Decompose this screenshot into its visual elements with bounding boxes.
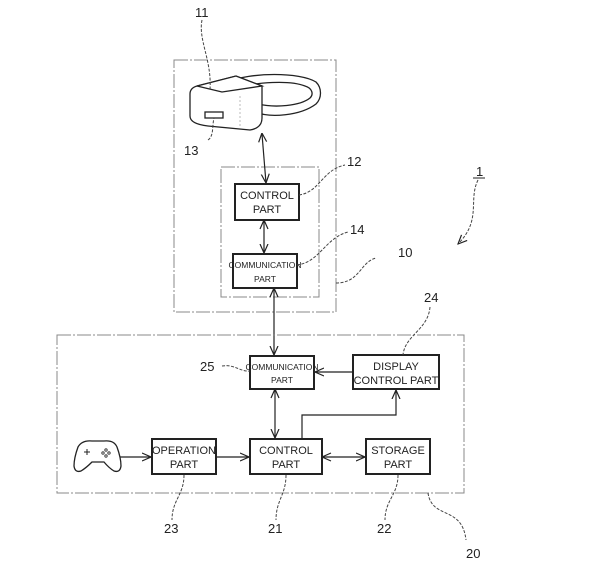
ref-22: 22 bbox=[377, 521, 391, 536]
leader-25 bbox=[221, 365, 251, 372]
headset-comm-part-label-2: PART bbox=[254, 274, 276, 284]
gamepad-icon bbox=[73, 440, 122, 473]
console-control-part: CONTROL PART bbox=[249, 438, 323, 475]
ref-25: 25 bbox=[200, 359, 214, 374]
headset-display-window bbox=[204, 111, 224, 119]
headset-control-part-label-1: CONTROL bbox=[240, 190, 294, 202]
ref-23: 23 bbox=[164, 521, 178, 536]
headset-control-part: CONTROL PART bbox=[234, 183, 300, 221]
leader-10 bbox=[335, 257, 377, 284]
leader-21 bbox=[275, 474, 287, 521]
console-comm-part-label-1: COMMUNICATION bbox=[245, 362, 318, 372]
headset-communication-part: COMMUNICATION PART bbox=[228, 253, 302, 289]
ref-10: 10 bbox=[398, 245, 412, 260]
display-control-part-label-2: CONTROL PART bbox=[354, 375, 439, 387]
leader-20 bbox=[427, 492, 467, 541]
leader-13 bbox=[207, 117, 215, 141]
console-unit-boundary bbox=[56, 334, 465, 494]
console-communication-part: COMMUNICATION PART bbox=[245, 355, 319, 390]
console-comm-part-label-2: PART bbox=[271, 375, 293, 385]
headset-unit-boundary bbox=[173, 59, 337, 313]
leader-24 bbox=[402, 306, 431, 356]
leader-12 bbox=[298, 164, 346, 196]
ref-12: 12 bbox=[347, 154, 361, 169]
ref-21: 21 bbox=[268, 521, 282, 536]
headset-icon bbox=[189, 73, 322, 131]
display-control-part-label-1: DISPLAY bbox=[373, 361, 419, 373]
display-control-part: DISPLAY CONTROL PART bbox=[352, 354, 440, 390]
storage-part-label-1: STORAGE bbox=[371, 445, 425, 457]
ref-14: 14 bbox=[350, 222, 364, 237]
console-control-part-label-2: PART bbox=[272, 459, 301, 471]
ref-24: 24 bbox=[424, 290, 438, 305]
ref-1: 1 bbox=[476, 164, 483, 179]
leader-22 bbox=[384, 474, 399, 521]
leader-14 bbox=[296, 231, 349, 266]
leader-11 bbox=[200, 19, 211, 91]
headset-comm-part-label-1: COMMUNICATION bbox=[228, 260, 301, 270]
operation-part: OPERATION PART bbox=[151, 438, 217, 475]
console-control-part-label-1: CONTROL bbox=[259, 445, 313, 457]
leader-23 bbox=[171, 474, 185, 521]
headset-control-link bbox=[262, 134, 266, 183]
ref-11: 11 bbox=[195, 5, 209, 20]
operation-part-label-1: OPERATION bbox=[152, 445, 216, 457]
storage-part-label-2: PART bbox=[384, 459, 413, 471]
leader-1 bbox=[458, 179, 479, 244]
control-to-display-link bbox=[301, 390, 396, 438]
storage-part: STORAGE PART bbox=[365, 438, 431, 475]
ref-20: 20 bbox=[466, 546, 480, 561]
operation-part-label-2: PART bbox=[170, 459, 199, 471]
headset-control-part-label-2: PART bbox=[253, 204, 282, 216]
ref-13: 13 bbox=[184, 143, 198, 158]
